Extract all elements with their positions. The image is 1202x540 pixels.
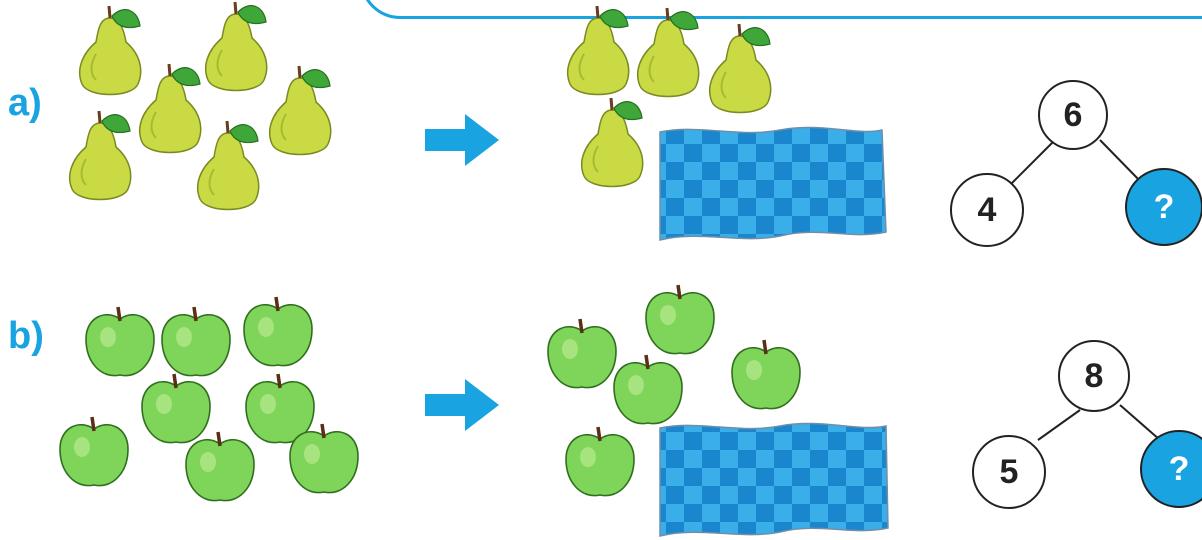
bond-a-left-line [1012, 140, 1055, 183]
bond-b-part-known: 5 [972, 435, 1046, 509]
row-a-right-scene [568, 6, 886, 240]
row-b-right-scene [548, 285, 888, 536]
apple-icon [86, 307, 154, 376]
apple-icon [186, 432, 254, 501]
right-arrow-icon [425, 379, 499, 431]
row-b-left-fruits [60, 297, 358, 501]
pear-icon [582, 98, 643, 187]
bond-a-part-unknown[interactable]: ? [1125, 168, 1202, 246]
checkered-cloth-icon [660, 127, 886, 240]
apple-icon [290, 424, 358, 493]
pear-icon [80, 6, 141, 95]
pear-icon [710, 24, 771, 113]
pear-icon [638, 8, 699, 97]
apple-icon [614, 355, 682, 424]
pear-icon [568, 6, 629, 95]
bond-b-whole: 8 [1058, 340, 1130, 412]
pear-icon [70, 111, 131, 200]
bond-a-right-line [1100, 140, 1142, 183]
apple-icon [646, 285, 714, 354]
apple-icon [566, 427, 634, 496]
row-a-left-fruits [70, 2, 331, 210]
checkered-cloth-icon [660, 423, 888, 536]
apple-icon [548, 319, 616, 388]
pear-icon [198, 121, 259, 210]
pear-icon [206, 2, 267, 91]
apple-icon [244, 297, 312, 366]
apple-icon [162, 307, 230, 376]
pear-icon [270, 66, 331, 155]
bond-a-part-known: 4 [950, 173, 1024, 247]
bond-b-right-line [1120, 405, 1160, 440]
right-arrow-icon [425, 114, 499, 166]
apple-icon [60, 417, 128, 486]
apple-icon [142, 374, 210, 443]
pear-icon [140, 64, 201, 153]
bond-b-left-line [1038, 410, 1080, 440]
bond-a-whole: 6 [1038, 80, 1108, 150]
apple-icon [732, 340, 800, 409]
